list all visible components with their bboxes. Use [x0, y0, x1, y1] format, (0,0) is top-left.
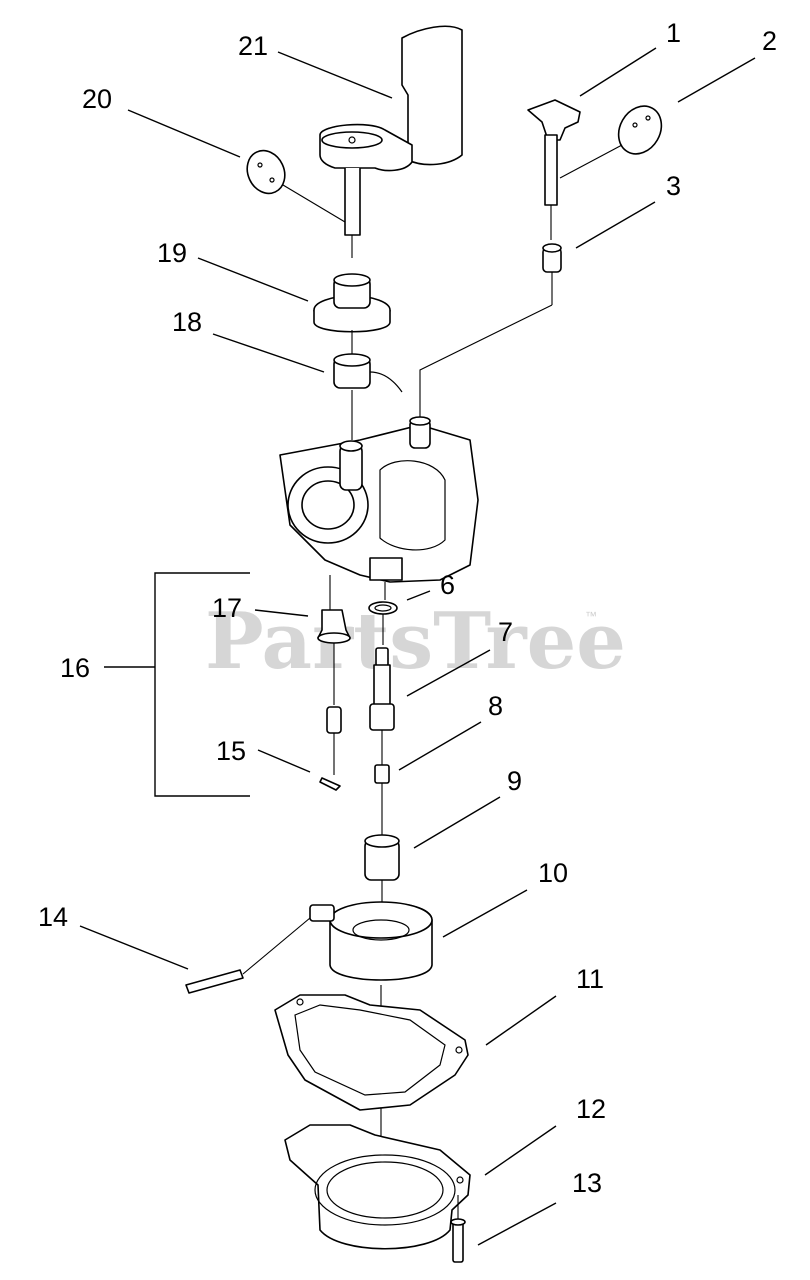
callout-17: 17: [212, 593, 242, 623]
leader-lines: [79, 47, 756, 1246]
part-21-choke-lever[interactable]: [319, 25, 463, 258]
watermark-trademark: ™: [585, 609, 597, 623]
watermark-text: PartsTree: [205, 596, 626, 687]
callout-16: 16: [60, 653, 90, 683]
part-12-float-bowl[interactable]: [284, 1124, 471, 1250]
callout-3: 3: [666, 171, 681, 201]
part-9-sleeve[interactable]: [364, 834, 400, 905]
callout-1: 1: [666, 18, 681, 48]
bracket-16: [104, 572, 250, 797]
callout-12: 12: [576, 1094, 606, 1124]
callout-15: 15: [216, 736, 246, 766]
callout-9: 9: [507, 766, 522, 796]
callout-2: 2: [762, 26, 777, 56]
callout-14: 14: [38, 902, 68, 932]
part-18-spring[interactable]: [333, 353, 403, 440]
part-17-inlet-seat[interactable]: [317, 609, 351, 705]
callout-labels: 21 20 1 2 3 19 18 6 17 16 7 8 15 9 10 14…: [38, 18, 777, 1198]
part-11-gasket[interactable]: [274, 994, 469, 1111]
part-14-float-pin[interactable]: [185, 917, 311, 994]
callout-11: 11: [576, 964, 604, 994]
callout-19: 19: [157, 238, 187, 268]
part-20-choke-plate[interactable]: [240, 144, 346, 223]
callout-20: 20: [82, 84, 112, 114]
callout-8: 8: [488, 691, 503, 721]
part-16-inlet-needle[interactable]: [326, 706, 342, 775]
carburetor-body[interactable]: [279, 416, 479, 612]
callout-13: 13: [572, 1168, 602, 1198]
part-1-throttle-shaft[interactable]: [527, 99, 581, 240]
callout-21: 21: [238, 31, 268, 61]
callout-6: 6: [440, 570, 455, 600]
part-3-bushing[interactable]: [419, 243, 562, 420]
callout-18: 18: [172, 307, 202, 337]
callout-10: 10: [538, 858, 568, 888]
callout-7: 7: [498, 617, 513, 647]
part-6-o-ring[interactable]: [368, 601, 398, 645]
part-8-jet[interactable]: [374, 764, 390, 838]
part-15-clip[interactable]: [319, 777, 341, 791]
part-7-main-nozzle[interactable]: [369, 647, 395, 765]
part-2-throttle-plate[interactable]: [559, 98, 670, 179]
part-13-bowl-screw[interactable]: [450, 1195, 466, 1263]
part-19-gear[interactable]: [313, 273, 391, 355]
